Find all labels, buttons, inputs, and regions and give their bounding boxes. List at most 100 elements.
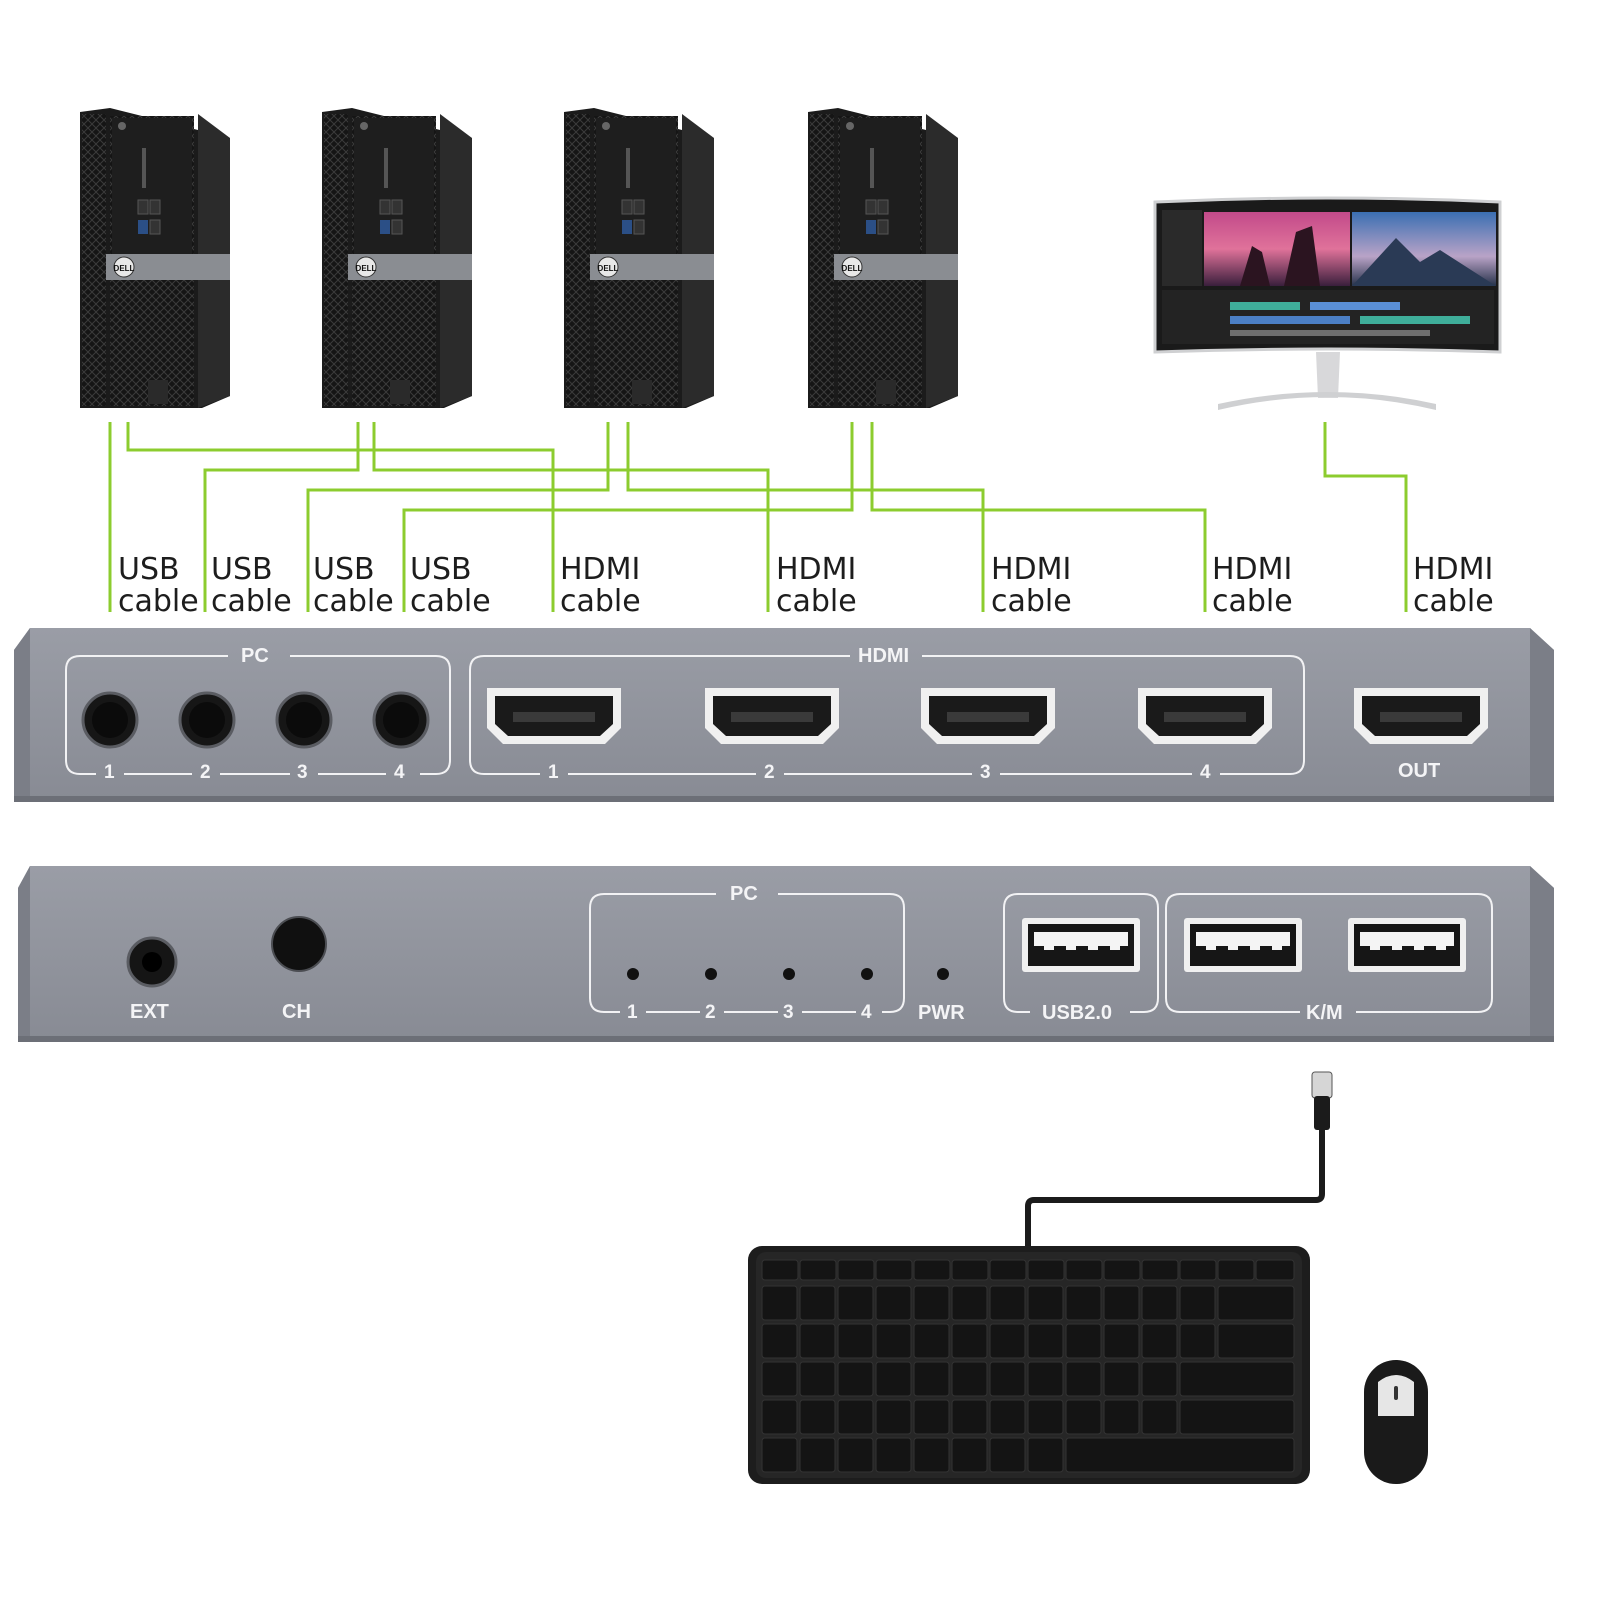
hdmi-in-port-4[interactable]: [1138, 688, 1272, 744]
keyboard-key[interactable]: [1179, 1399, 1295, 1435]
pc-port-1[interactable]: [81, 691, 139, 749]
keyboard-key[interactable]: [761, 1285, 798, 1321]
keyboard-key[interactable]: [1179, 1259, 1217, 1281]
keyboard-key[interactable]: [761, 1437, 798, 1473]
keyboard-key[interactable]: [799, 1399, 836, 1435]
channel-button[interactable]: [271, 916, 327, 972]
keyboard-key[interactable]: [951, 1437, 988, 1473]
keyboard-key[interactable]: [875, 1285, 912, 1321]
keyboard-key[interactable]: [761, 1361, 798, 1397]
keyboard-key[interactable]: [799, 1323, 836, 1359]
usb-port-usb2[interactable]: [1022, 918, 1140, 972]
keyboard-key[interactable]: [1103, 1259, 1141, 1281]
keyboard-key[interactable]: [951, 1259, 989, 1281]
keyboard-key[interactable]: [1141, 1323, 1178, 1359]
keyboard[interactable]: [748, 1246, 1310, 1484]
keyboard-key[interactable]: [1027, 1285, 1064, 1321]
keyboard-key[interactable]: [1217, 1323, 1295, 1359]
keyboard-key[interactable]: [799, 1361, 836, 1397]
hdmi-in-port-1[interactable]: [487, 688, 621, 744]
led-pc-2: [705, 968, 717, 980]
pc-port-4[interactable]: [372, 691, 430, 749]
keyboard-key[interactable]: [799, 1285, 836, 1321]
keyboard-key[interactable]: [989, 1361, 1026, 1397]
keyboard-key[interactable]: [913, 1399, 950, 1435]
keyboard-key[interactable]: [913, 1323, 950, 1359]
hdmi-cable-1: [126, 422, 555, 612]
front-pc-label-4: 4: [394, 762, 405, 783]
back-led-label-2: 2: [705, 1002, 716, 1023]
usb-port-keyboard[interactable]: [1184, 918, 1302, 972]
keyboard-key[interactable]: [1065, 1399, 1102, 1435]
keyboard-key[interactable]: [761, 1259, 799, 1281]
keyboard-key[interactable]: [989, 1259, 1027, 1281]
keyboard-key[interactable]: [989, 1437, 1026, 1473]
mouse[interactable]: [1364, 1360, 1428, 1484]
keyboard-key[interactable]: [837, 1323, 874, 1359]
keyboard-key[interactable]: [761, 1323, 798, 1359]
keyboard-key[interactable]: [1217, 1259, 1255, 1281]
keyboard-key[interactable]: [875, 1361, 912, 1397]
keyboard-key[interactable]: [1065, 1361, 1102, 1397]
keyboard-key[interactable]: [875, 1323, 912, 1359]
keyboard-key[interactable]: [1179, 1285, 1216, 1321]
keyboard-key[interactable]: [875, 1437, 912, 1473]
keyboard-key[interactable]: [1027, 1399, 1064, 1435]
keyboard-key[interactable]: [837, 1285, 874, 1321]
keyboard-key[interactable]: [951, 1323, 988, 1359]
keyboard-key[interactable]: [1103, 1399, 1140, 1435]
keyboard-key[interactable]: [989, 1399, 1026, 1435]
keyboard-key[interactable]: [1027, 1259, 1065, 1281]
keyboard-key[interactable]: [837, 1361, 874, 1397]
keyboard-key[interactable]: [1141, 1259, 1179, 1281]
computer-4: DELL: [808, 108, 958, 408]
keyboard-key[interactable]: [1065, 1323, 1102, 1359]
keyboard-key[interactable]: [1103, 1323, 1140, 1359]
keyboard-key[interactable]: [1255, 1259, 1295, 1281]
hdmi-in-port-3[interactable]: [921, 688, 1055, 744]
pc-port-2[interactable]: [178, 691, 236, 749]
keyboard-key[interactable]: [989, 1285, 1026, 1321]
keyboard-key[interactable]: [951, 1285, 988, 1321]
keyboard-key[interactable]: [1141, 1285, 1178, 1321]
keyboard-key[interactable]: [799, 1437, 836, 1473]
keyboard-key[interactable]: [1217, 1285, 1295, 1321]
keyboard-key[interactable]: [875, 1399, 912, 1435]
front-pc-label-3: 3: [297, 762, 308, 783]
pc-port-3[interactable]: [275, 691, 333, 749]
hdmi-in-port-2[interactable]: [705, 688, 839, 744]
front-pc-label-1: 1: [104, 762, 115, 783]
keyboard-key[interactable]: [761, 1399, 798, 1435]
keyboard-key[interactable]: [1179, 1361, 1295, 1397]
keyboard-key[interactable]: [1065, 1437, 1295, 1473]
keyboard-key[interactable]: [1027, 1323, 1064, 1359]
keyboard-key[interactable]: [951, 1361, 988, 1397]
keyboard-key[interactable]: [1027, 1437, 1064, 1473]
keyboard-key[interactable]: [913, 1259, 951, 1281]
usb-port-mouse[interactable]: [1348, 918, 1466, 972]
keyboard-key[interactable]: [951, 1399, 988, 1435]
keyboard-key[interactable]: [837, 1399, 874, 1435]
back-km-label: K/M: [1306, 1002, 1343, 1024]
usb-cable-2: [203, 422, 360, 612]
hdmi-out-port[interactable]: [1354, 688, 1488, 744]
keyboard-key[interactable]: [1065, 1285, 1102, 1321]
keyboard-key[interactable]: [1141, 1399, 1178, 1435]
keyboard-key[interactable]: [1179, 1323, 1216, 1359]
keyboard-key[interactable]: [1065, 1259, 1103, 1281]
ext-port[interactable]: [126, 936, 178, 988]
keyboard-key[interactable]: [837, 1259, 875, 1281]
keyboard-key[interactable]: [875, 1259, 913, 1281]
keyboard-key[interactable]: [913, 1437, 950, 1473]
keyboard-key[interactable]: [913, 1361, 950, 1397]
keyboard-key[interactable]: [913, 1285, 950, 1321]
keyboard-key[interactable]: [799, 1259, 837, 1281]
keyboard-key[interactable]: [1103, 1361, 1140, 1397]
keyboard-key[interactable]: [989, 1323, 1026, 1359]
keyboard-key[interactable]: [1027, 1361, 1064, 1397]
keyboard-key[interactable]: [1141, 1361, 1178, 1397]
keyboard-key[interactable]: [837, 1437, 874, 1473]
keyboard-key[interactable]: [1103, 1285, 1140, 1321]
